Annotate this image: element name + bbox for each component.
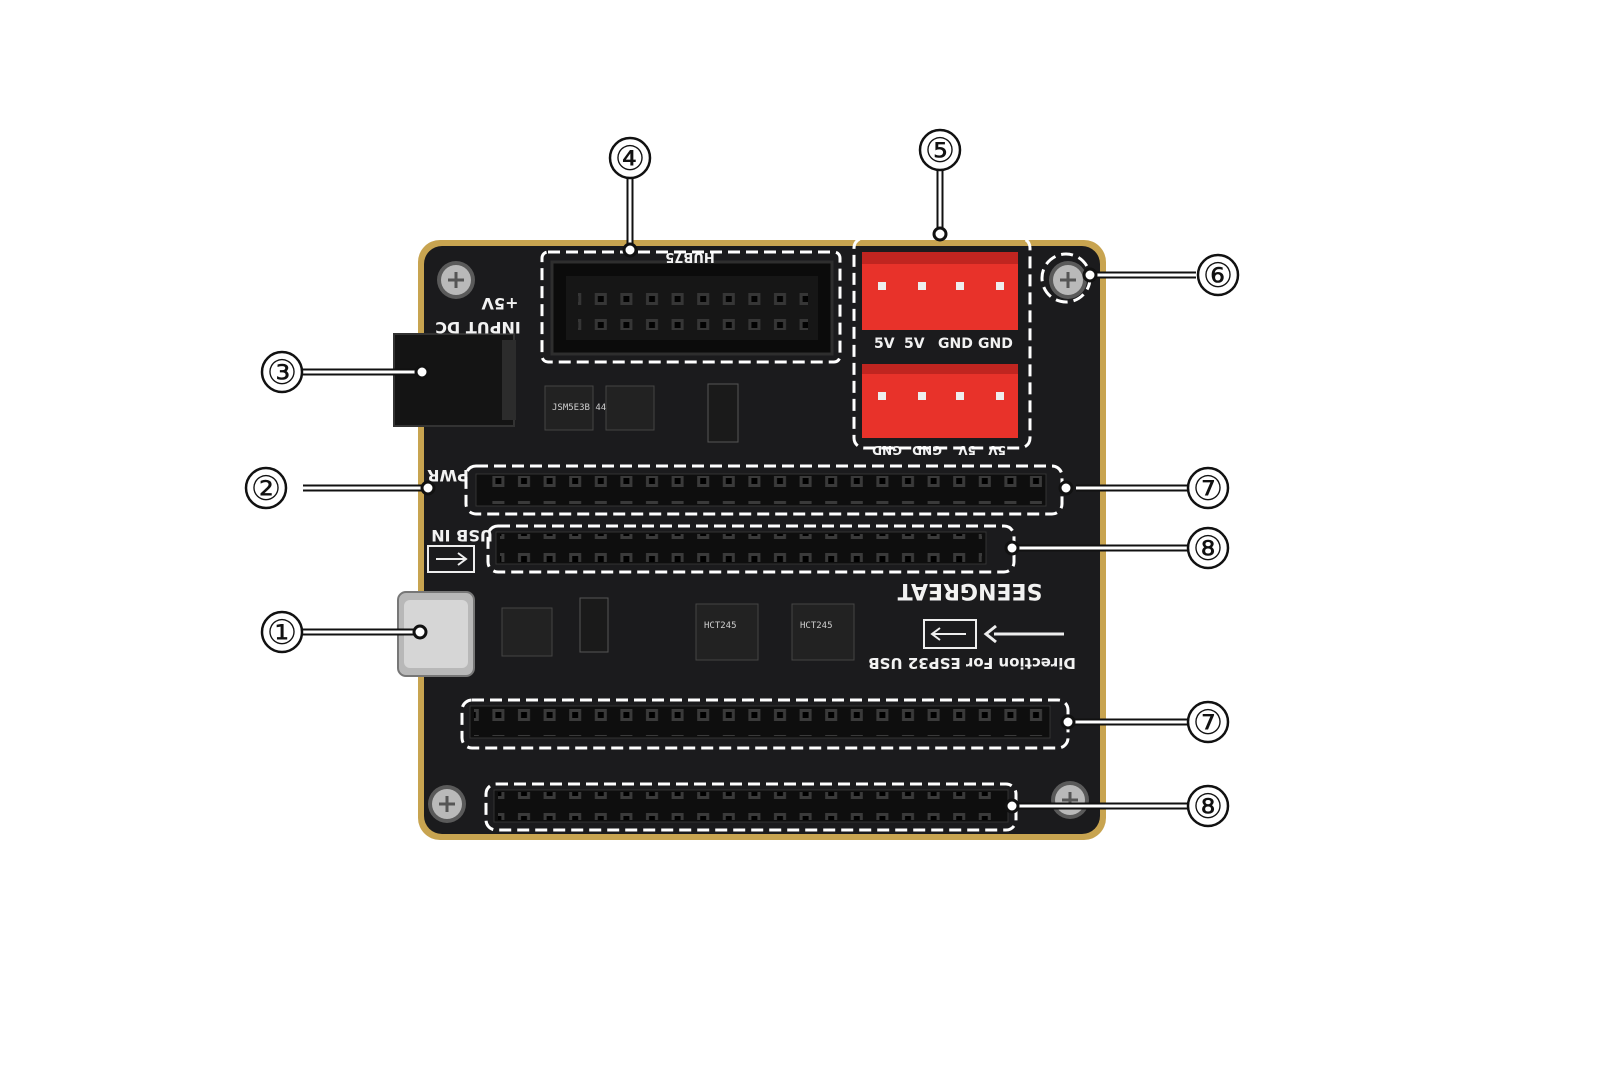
- power-connector-top: [862, 252, 1018, 330]
- power-labels-top: 5V 5V GND GND: [874, 336, 1013, 352]
- callout-8-top: ⑧: [1186, 526, 1230, 570]
- mounting-screw-bottom-right: [1051, 781, 1089, 819]
- pin-header-row-3: [469, 705, 1051, 739]
- svg-text:JSM5E3B 4407 5A06: JSM5E3B 4407 5A06: [552, 403, 644, 413]
- svg-text:⑧: ⑧: [1193, 787, 1223, 827]
- svg-text:GND: GND: [912, 443, 942, 457]
- svg-text:⑤: ⑤: [925, 131, 955, 171]
- callout-7-top: ⑦: [1186, 466, 1230, 510]
- silk-direction: Direction For ESP32 USB: [868, 654, 1076, 672]
- mosfet-chip-3: [501, 607, 553, 657]
- svg-text:⑦: ⑦: [1193, 703, 1223, 743]
- svg-text:GND: GND: [872, 443, 902, 457]
- buffer-chip-1: HCT245: [695, 603, 759, 661]
- svg-text:⑧: ⑧: [1193, 529, 1223, 569]
- callout-6: ⑥: [1196, 253, 1240, 297]
- silk-input-dc: INPUT DC: [435, 318, 521, 337]
- callout-7-bottom: ⑦: [1186, 700, 1230, 744]
- highlight-row-4: [484, 782, 1018, 832]
- diode: [579, 597, 609, 653]
- usb-icon-left: [427, 545, 475, 573]
- pin-header-row-4: [493, 789, 1009, 823]
- mounting-screw-top-right: [1049, 261, 1087, 299]
- callout-2: ②: [244, 466, 288, 510]
- svg-text:HCT245: HCT245: [704, 621, 737, 631]
- buffer-chip-2: HCT245: [791, 603, 855, 661]
- svg-text:GND: GND: [938, 336, 973, 352]
- svg-text:5V: 5V: [904, 336, 925, 352]
- silk-hub75: HUB75: [665, 249, 714, 264]
- silk-usb-in: USB IN: [431, 526, 493, 545]
- svg-text:5V: 5V: [874, 336, 895, 352]
- highlight-hub75: [540, 250, 842, 364]
- svg-text:⑥: ⑥: [1203, 256, 1233, 296]
- svg-text:②: ②: [251, 469, 281, 509]
- silk-plus5v: +5V: [481, 294, 519, 313]
- power-connector-bottom: [862, 364, 1018, 438]
- svg-text:③: ③: [267, 353, 297, 393]
- highlight-row-2: [486, 524, 1016, 574]
- silk-brand: SEENGREAT: [898, 578, 1043, 603]
- mosfet-chip-2: [605, 385, 655, 431]
- svg-text:①: ①: [267, 613, 297, 653]
- svg-text:5V: 5V: [958, 443, 976, 457]
- pin-header-row-1: [475, 473, 1047, 507]
- dc-input-jack: [393, 333, 516, 427]
- callout-3: ③: [260, 350, 304, 394]
- callout-5: ⑤: [918, 128, 962, 172]
- usb-direction-arrow-icon: [923, 619, 1064, 649]
- mosfet-chip-1: JSM5E3B 4407 5A06: [544, 385, 644, 431]
- svg-text:④: ④: [615, 139, 645, 179]
- callout-1: ①: [260, 610, 304, 654]
- svg-text:GND: GND: [978, 336, 1013, 352]
- hub75-connector: [550, 260, 834, 356]
- callout-4: ④: [608, 136, 652, 180]
- mounting-screw-top-left: [437, 261, 475, 299]
- regulator: [707, 383, 739, 443]
- silk-pwr: PWR: [427, 466, 469, 485]
- pin-header-row-2: [495, 531, 987, 565]
- svg-text:HCT245: HCT245: [800, 621, 833, 631]
- svg-text:5V: 5V: [988, 443, 1006, 457]
- svg-text:⑦: ⑦: [1193, 469, 1223, 509]
- callout-8-bottom: ⑧: [1186, 784, 1230, 828]
- mounting-screw-bottom-left: [428, 785, 466, 823]
